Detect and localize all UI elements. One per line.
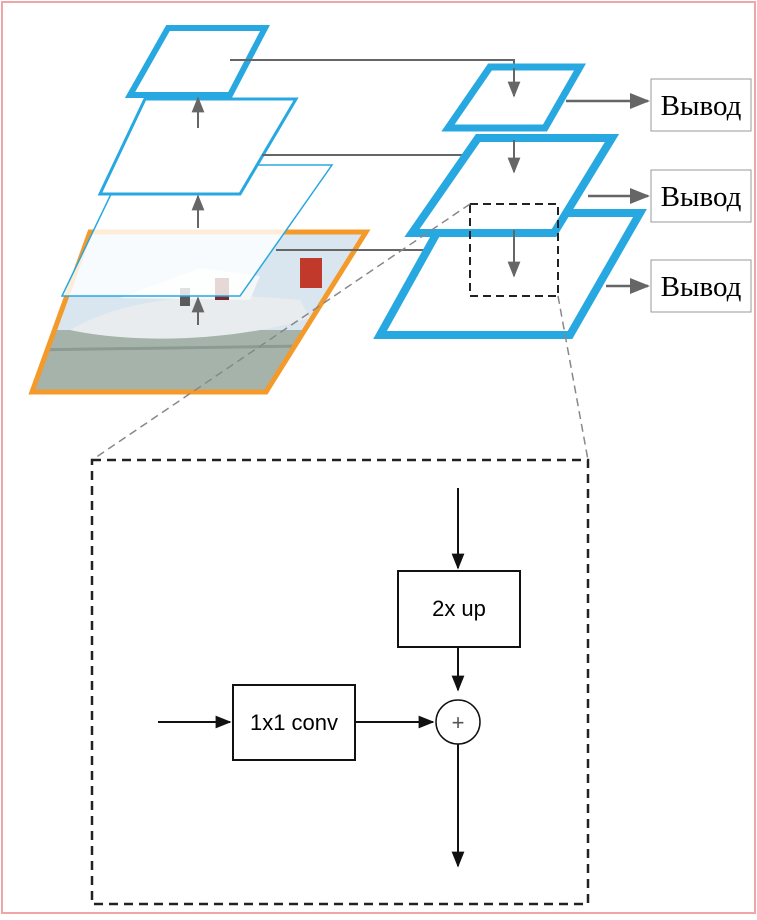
output-label-2: Вывод	[661, 181, 742, 213]
upsample-label: 2x up	[432, 596, 486, 621]
output-label-3: Вывод	[661, 271, 742, 303]
merge-detail: 2x up + 1x1 conv	[92, 460, 588, 904]
plus-icon: +	[452, 710, 465, 735]
detail-frame	[92, 460, 588, 904]
output-label-1: Вывод	[661, 90, 742, 122]
conv-label: 1x1 conv	[250, 710, 338, 735]
